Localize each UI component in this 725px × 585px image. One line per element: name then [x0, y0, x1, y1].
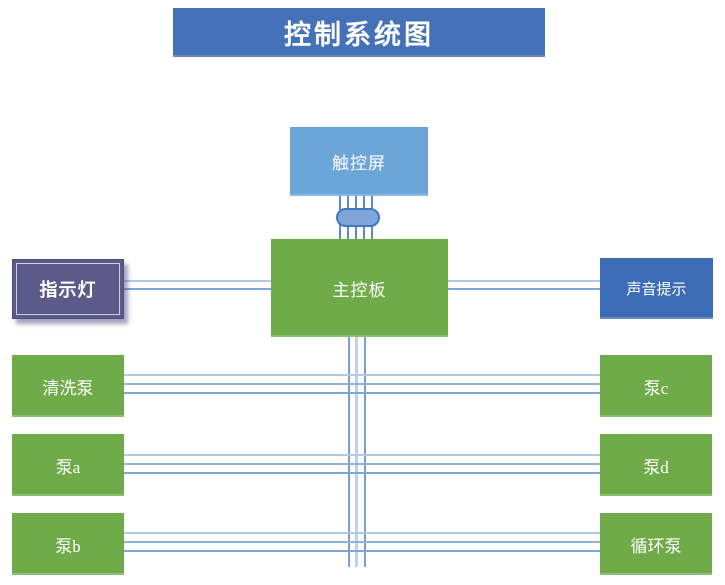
bus-wire-vertical [348, 337, 350, 567]
pump-row3-wire [124, 541, 600, 543]
bus-wire-vertical [364, 337, 366, 567]
cable-connector [336, 208, 380, 227]
node-indicator-light: 指示灯 [12, 259, 124, 319]
node-pump-d: 泵d [600, 434, 712, 496]
node-pump-a: 泵a [12, 434, 124, 496]
sound-wire [448, 280, 600, 282]
indicator-label: 指示灯 [39, 280, 97, 300]
node-main-board: 主控板 [271, 239, 448, 337]
node-circulation-pump: 循环泵 [600, 513, 712, 575]
node-cleaning-pump: 清洗泵 [12, 355, 124, 417]
pump-row1-wire [124, 374, 600, 376]
node-pump-c: 泵c [600, 355, 712, 417]
node-touchscreen: 触控屏 [290, 127, 428, 196]
node-sound-alert: 声音提示 [600, 258, 713, 319]
pump-row1-wire [124, 383, 600, 385]
diagram-title: 控制系统图 [173, 8, 545, 57]
pump-row3-wire [124, 550, 600, 552]
indicator-wire [124, 280, 271, 282]
bus-wire-vertical [355, 337, 358, 567]
sound-wire [448, 288, 600, 290]
indicator-wire [124, 288, 271, 290]
pump-row2-wire [124, 472, 600, 474]
pump-row2-wire [124, 454, 600, 456]
pump-row2-wire [124, 463, 600, 465]
node-pump-b: 泵b [12, 513, 124, 575]
pump-row3-wire [124, 532, 600, 534]
pump-row1-wire [124, 392, 600, 394]
